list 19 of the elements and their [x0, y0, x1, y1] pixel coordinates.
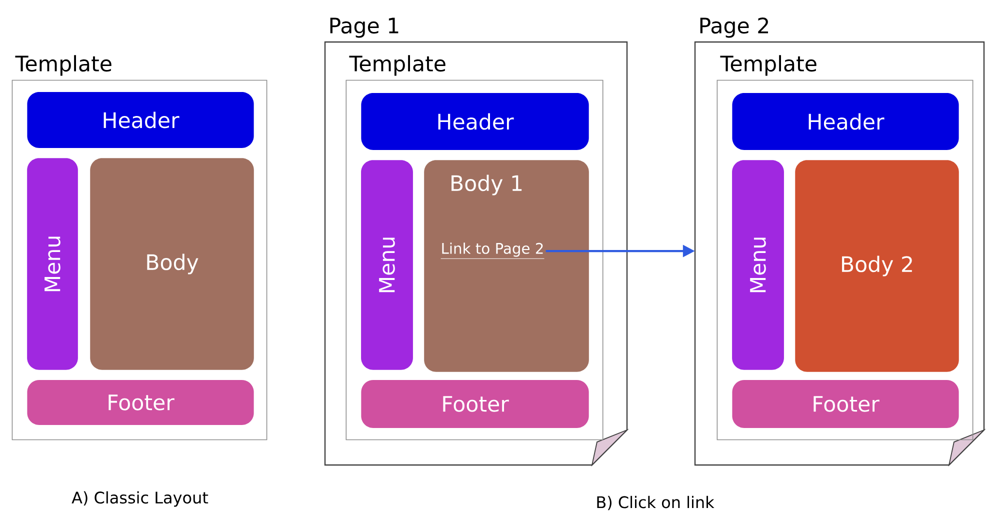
caption: A) Classic Layout	[72, 491, 208, 507]
menu-box: Menu	[27, 158, 78, 370]
footer-box: Footer	[732, 380, 959, 428]
header-box: Header	[732, 93, 959, 150]
node-label: Page 2	[700, 18, 768, 38]
header-box: Header	[361, 93, 589, 150]
footer-box: Footer	[27, 380, 254, 425]
body-box: Body 2	[795, 160, 959, 372]
menu-box: Menu	[732, 160, 784, 370]
node-label: Template	[15, 55, 112, 76]
node-label: Template	[349, 55, 446, 76]
body-box: Body	[90, 158, 254, 370]
node-label: Page 1	[330, 18, 398, 38]
node-label: Template	[720, 55, 816, 76]
header-box: Header	[27, 92, 254, 148]
menu-box: Menu	[361, 160, 413, 370]
link-text: Link to Page 2	[440, 242, 544, 259]
caption: B) Click on link	[597, 496, 714, 510]
footer-box: Footer	[361, 380, 589, 428]
